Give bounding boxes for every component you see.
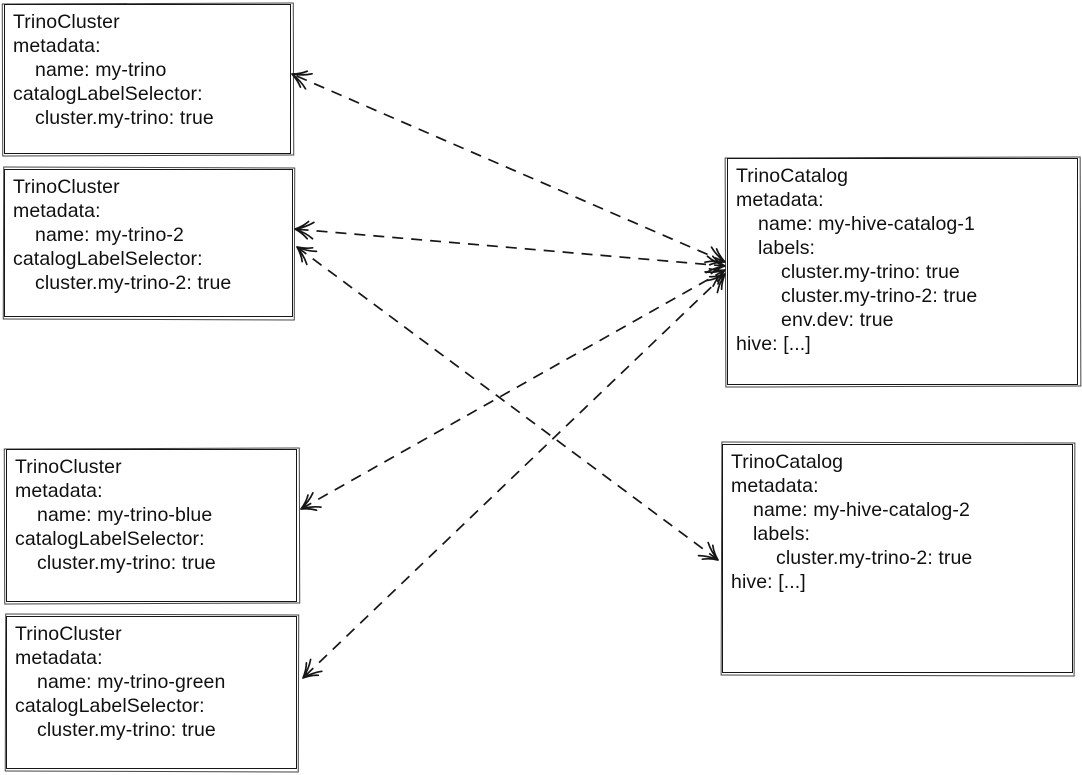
edge-dashed-line xyxy=(300,269,726,510)
node-text-line: name: my-trino xyxy=(35,59,167,81)
edge-dashed-line xyxy=(302,273,726,679)
node-text-line: catalogLabelSelector: xyxy=(15,528,205,550)
node-text-line: metadata: xyxy=(13,35,101,57)
node-text-line: cluster.my-trino-2: true xyxy=(35,272,232,294)
node-text-line: labels: xyxy=(753,523,811,545)
edge-trino-catalog-my-hive-catalog-2--trino-cluster-my-trino-2 xyxy=(296,246,719,561)
node-text-line: cluster.my-trino: true xyxy=(37,552,216,574)
edge-dashed-line xyxy=(294,228,726,267)
node-text-line: hive: [...] xyxy=(731,571,806,593)
node-text-line: labels: xyxy=(758,237,816,259)
node-text-line: cluster.my-trino-2: true xyxy=(781,285,978,307)
node-text-line: catalogLabelSelector: xyxy=(15,695,205,717)
node-text-line: name: my-hive-catalog-2 xyxy=(753,499,970,521)
node-text-line: metadata: xyxy=(736,189,824,211)
node-text-line: TrinoCluster xyxy=(13,176,120,198)
edge-dashed-line xyxy=(291,73,726,263)
node-text-line: cluster.my-trino: true xyxy=(37,719,216,741)
node-text-line: TrinoCatalog xyxy=(736,165,849,187)
node-text-line: name: my-trino-blue xyxy=(37,504,213,526)
arrowhead-icon xyxy=(300,267,726,512)
node-text-line: name: my-trino-green xyxy=(37,671,226,693)
node-text-line: TrinoCatalog xyxy=(731,451,844,473)
node-text-line: name: my-hive-catalog-1 xyxy=(758,213,975,235)
node-text-line: TrinoCluster xyxy=(15,623,122,645)
node-text-line: catalogLabelSelector: xyxy=(13,83,203,105)
node-text-line: metadata: xyxy=(15,480,103,502)
node-text-line: name: my-trino-2 xyxy=(35,224,184,246)
edge-trino-catalog-my-hive-catalog-1--trino-cluster-my-trino xyxy=(291,70,726,266)
node-text-line: cluster.my-trino: true xyxy=(781,261,960,283)
edge-trino-catalog-my-hive-catalog-1--trino-cluster-my-trino-blue xyxy=(300,267,726,512)
node-text-line: metadata: xyxy=(731,475,819,497)
node-text-line: TrinoCluster xyxy=(15,456,122,478)
arrowhead-icon xyxy=(296,246,719,561)
node-text-line: env.dev: true xyxy=(781,309,894,331)
edge-dashed-line xyxy=(296,246,719,561)
node-text-line: metadata: xyxy=(15,647,103,669)
node-text-line: catalogLabelSelector: xyxy=(13,248,203,270)
node-text-line: cluster.my-trino-2: true xyxy=(776,547,973,569)
edge-trino-catalog-my-hive-catalog-1--trino-cluster-my-trino-green xyxy=(302,273,726,679)
node-text-line: metadata: xyxy=(13,200,101,222)
node-text-line: TrinoCluster xyxy=(13,11,120,33)
arrowhead-icon xyxy=(294,220,726,275)
arrowhead-icon xyxy=(291,70,726,266)
arrowhead-icon xyxy=(302,273,726,679)
node-text-line: cluster.my-trino: true xyxy=(35,107,214,129)
edge-trino-catalog-my-hive-catalog-1--trino-cluster-my-trino-2 xyxy=(294,220,726,275)
node-text-line: hive: [...] xyxy=(736,333,811,355)
